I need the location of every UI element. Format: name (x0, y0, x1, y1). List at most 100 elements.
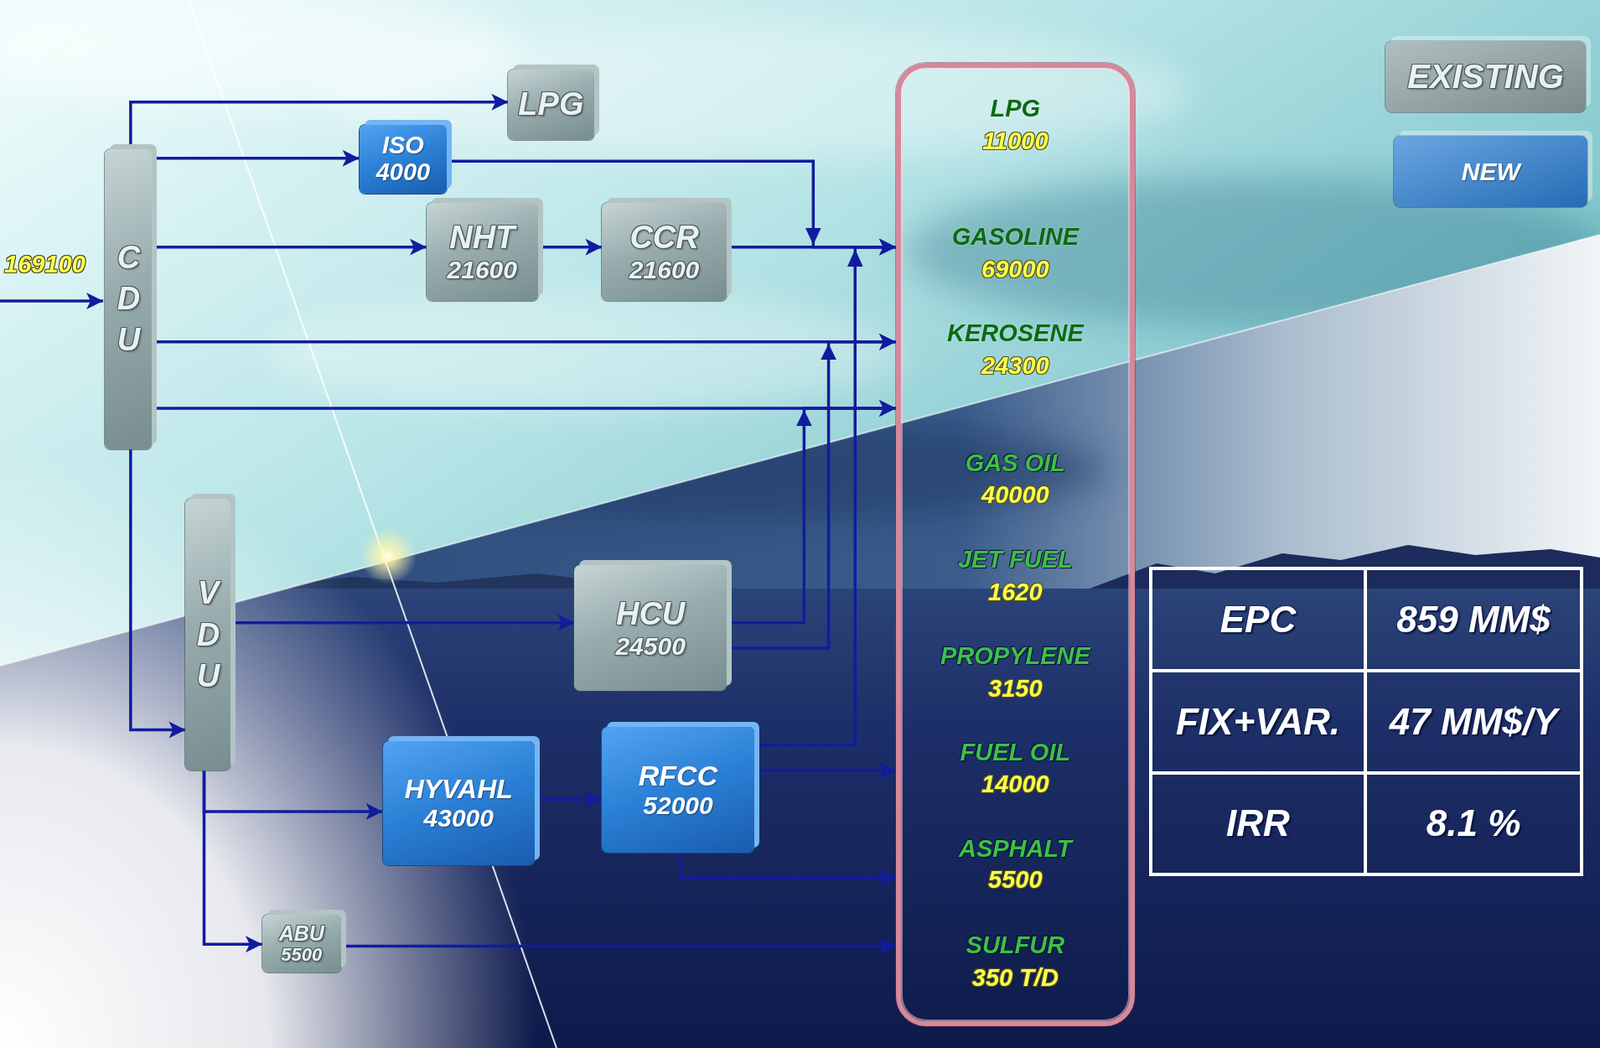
flow-arrow (203, 770, 383, 812)
process-unit-box: VDU (185, 498, 231, 771)
label-holder: FIX+VAR. (1175, 701, 1341, 742)
unit-name: RFCC (638, 760, 718, 792)
product-volume: 24300 (981, 350, 1050, 381)
product-volume: 1620 (988, 576, 1043, 607)
unit-name: VDU (191, 572, 224, 697)
product-row: ASPHALT (900, 833, 1130, 864)
product-name: JET FUEL (957, 543, 1073, 575)
flow-arrow (151, 245, 427, 249)
product-name: GASOLINE (952, 221, 1079, 252)
product-volume: 11000 (982, 125, 1049, 156)
product-row: FUEL OIL (900, 736, 1130, 767)
sun-glint (359, 527, 417, 585)
label-holder: 8.1 % (1426, 802, 1522, 844)
product-name: KEROSENE (947, 317, 1084, 348)
flow-arrow (130, 449, 187, 731)
label-holder: 47 MM$/Y (1389, 701, 1559, 742)
unit-capacity: 24500 (615, 631, 685, 660)
product-row: GAS OIL (900, 447, 1130, 478)
dark-cloud (402, 419, 1107, 520)
unit-name: CDU (112, 237, 145, 362)
unit-capacity: 43000 (424, 803, 494, 832)
product-panel: LPG11000GASOLINE69000KEROSENE24300GAS OI… (895, 62, 1135, 1026)
process-unit-box: LPG (507, 69, 594, 140)
unit-name: HYVAHL (404, 774, 513, 804)
flow-arrow (151, 340, 896, 344)
flow-arrow (130, 102, 508, 150)
product-row: JET FUEL (900, 543, 1130, 575)
feed-arrow (0, 299, 104, 303)
unit-name: HCU (616, 596, 685, 632)
product-volume: 69000 (981, 253, 1050, 285)
legend-text: EXISTING (1407, 57, 1564, 95)
flow-arrow (680, 852, 896, 878)
product-row: 5500 (900, 864, 1130, 895)
flow-arrow (726, 408, 896, 623)
product-name: LPG (990, 93, 1041, 124)
product-row: 14000 (900, 768, 1130, 799)
product-name: ASPHALT (958, 833, 1072, 864)
product-row: 350 T/D (900, 962, 1130, 993)
legend-swatch: EXISTING (1385, 41, 1586, 113)
product-row: SULFUR (900, 929, 1130, 960)
product-volume: 14000 (981, 768, 1050, 799)
legend-swatch: NEW (1393, 135, 1588, 208)
table-cell: FIX+VAR. (1175, 701, 1341, 742)
table-cell: 859 MM$ (1396, 599, 1550, 640)
unit-name: CCR (629, 220, 699, 256)
flow-arrow (754, 768, 896, 772)
unit-capacity: 21600 (629, 255, 700, 284)
cloud (268, 293, 906, 411)
legend-text: NEW (1461, 157, 1521, 186)
product-volume: 3150 (988, 673, 1043, 704)
product-name: GAS OIL (965, 447, 1066, 478)
unit-capacity: 21600 (447, 255, 518, 284)
product-name: FUEL OIL (960, 736, 1072, 767)
product-row: 40000 (900, 479, 1130, 510)
product-row: 1620 (900, 576, 1130, 607)
flow-arrow (341, 944, 896, 948)
product-name: PROPYLENE (940, 640, 1091, 671)
flow-arrow (538, 245, 603, 249)
label-holder: EPC (1220, 599, 1296, 640)
table-frame (1150, 568, 1582, 875)
unit-capacity: 4000 (376, 159, 431, 187)
table-rule (1150, 771, 1582, 775)
product-row: PROPYLENE (900, 640, 1130, 671)
label-holder: IRR (1226, 802, 1290, 844)
product-name: SULFUR (966, 929, 1066, 960)
flow-arrow (726, 341, 896, 648)
label-holder: 169100 (4, 251, 86, 279)
unit-capacity: 52000 (642, 791, 713, 819)
product-row: 24300 (900, 350, 1130, 381)
flow-arrow (534, 797, 602, 802)
product-row: LPG (900, 93, 1130, 124)
light-glow (0, 444, 537, 1048)
economics-table-grid (1150, 568, 1582, 875)
product-volume: 5500 (988, 864, 1043, 895)
flow-arrow (151, 156, 359, 161)
table-cell: 47 MM$/Y (1389, 701, 1559, 742)
cloud (0, 0, 520, 109)
process-unit-box: RFCC52000 (601, 726, 754, 853)
unit-name: LPG (517, 87, 584, 123)
flow-arrow (230, 621, 575, 625)
product-row: KEROSENE (900, 317, 1130, 348)
flow-arrow (754, 247, 896, 746)
product-volume: 350 T/D (972, 962, 1059, 993)
process-unit-box: NHT21600 (426, 202, 539, 301)
process-unit-box: HYVAHL43000 (383, 740, 535, 866)
product-row: GASOLINE (900, 221, 1130, 252)
unit-name: ABU (279, 921, 325, 946)
table-cell: IRR (1226, 802, 1290, 844)
table-cell: 8.1 % (1426, 802, 1522, 844)
product-row: 3150 (900, 673, 1130, 704)
process-unit-box: CDU (104, 149, 152, 450)
product-row: 69000 (900, 253, 1130, 285)
process-unit-box: CCR21600 (601, 202, 727, 301)
